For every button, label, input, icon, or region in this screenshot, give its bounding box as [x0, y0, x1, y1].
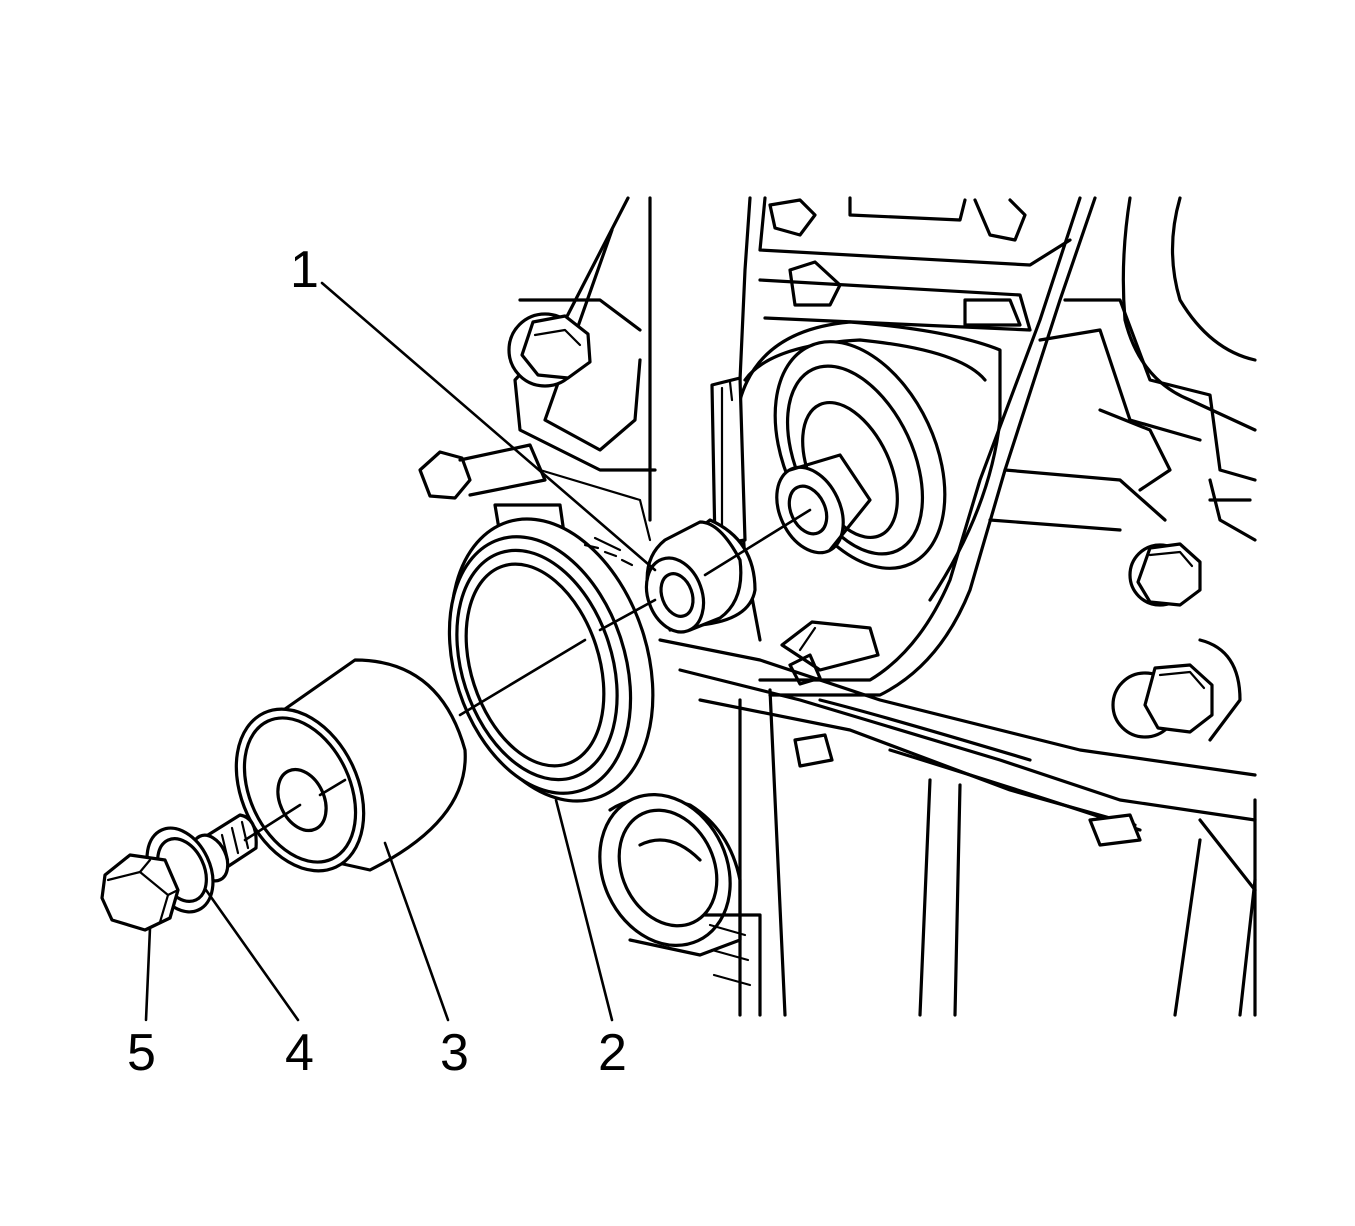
part-1-centering-cone [644, 518, 757, 634]
callout-3: 3 [440, 1024, 469, 1082]
cover-bolt-right-upper [1128, 542, 1202, 607]
callout-4: 4 [285, 1024, 314, 1082]
leader-1 [320, 281, 657, 572]
leader-5 [144, 926, 152, 1022]
oil-pan-bore [598, 793, 742, 957]
leader-2 [554, 798, 614, 1022]
engine-front-cover [418, 196, 1257, 1017]
leader-3 [383, 841, 450, 1022]
callout-labels: 1 2 3 4 5 [127, 241, 627, 1082]
mount-bolt-lower [418, 443, 547, 500]
crankshaft-nose [773, 340, 947, 570]
leader-4 [204, 888, 300, 1022]
part-3-installer-sleeve [234, 658, 467, 873]
callout-leaders [144, 281, 657, 1022]
callout-1: 1 [290, 241, 319, 299]
callout-5: 5 [127, 1024, 156, 1082]
mount-bolt-upper [507, 312, 592, 388]
part-5-bolt [100, 853, 180, 932]
callout-2: 2 [598, 1024, 627, 1082]
assembly-axis-line [243, 508, 812, 842]
cover-bolt-right-lower [1111, 638, 1242, 742]
